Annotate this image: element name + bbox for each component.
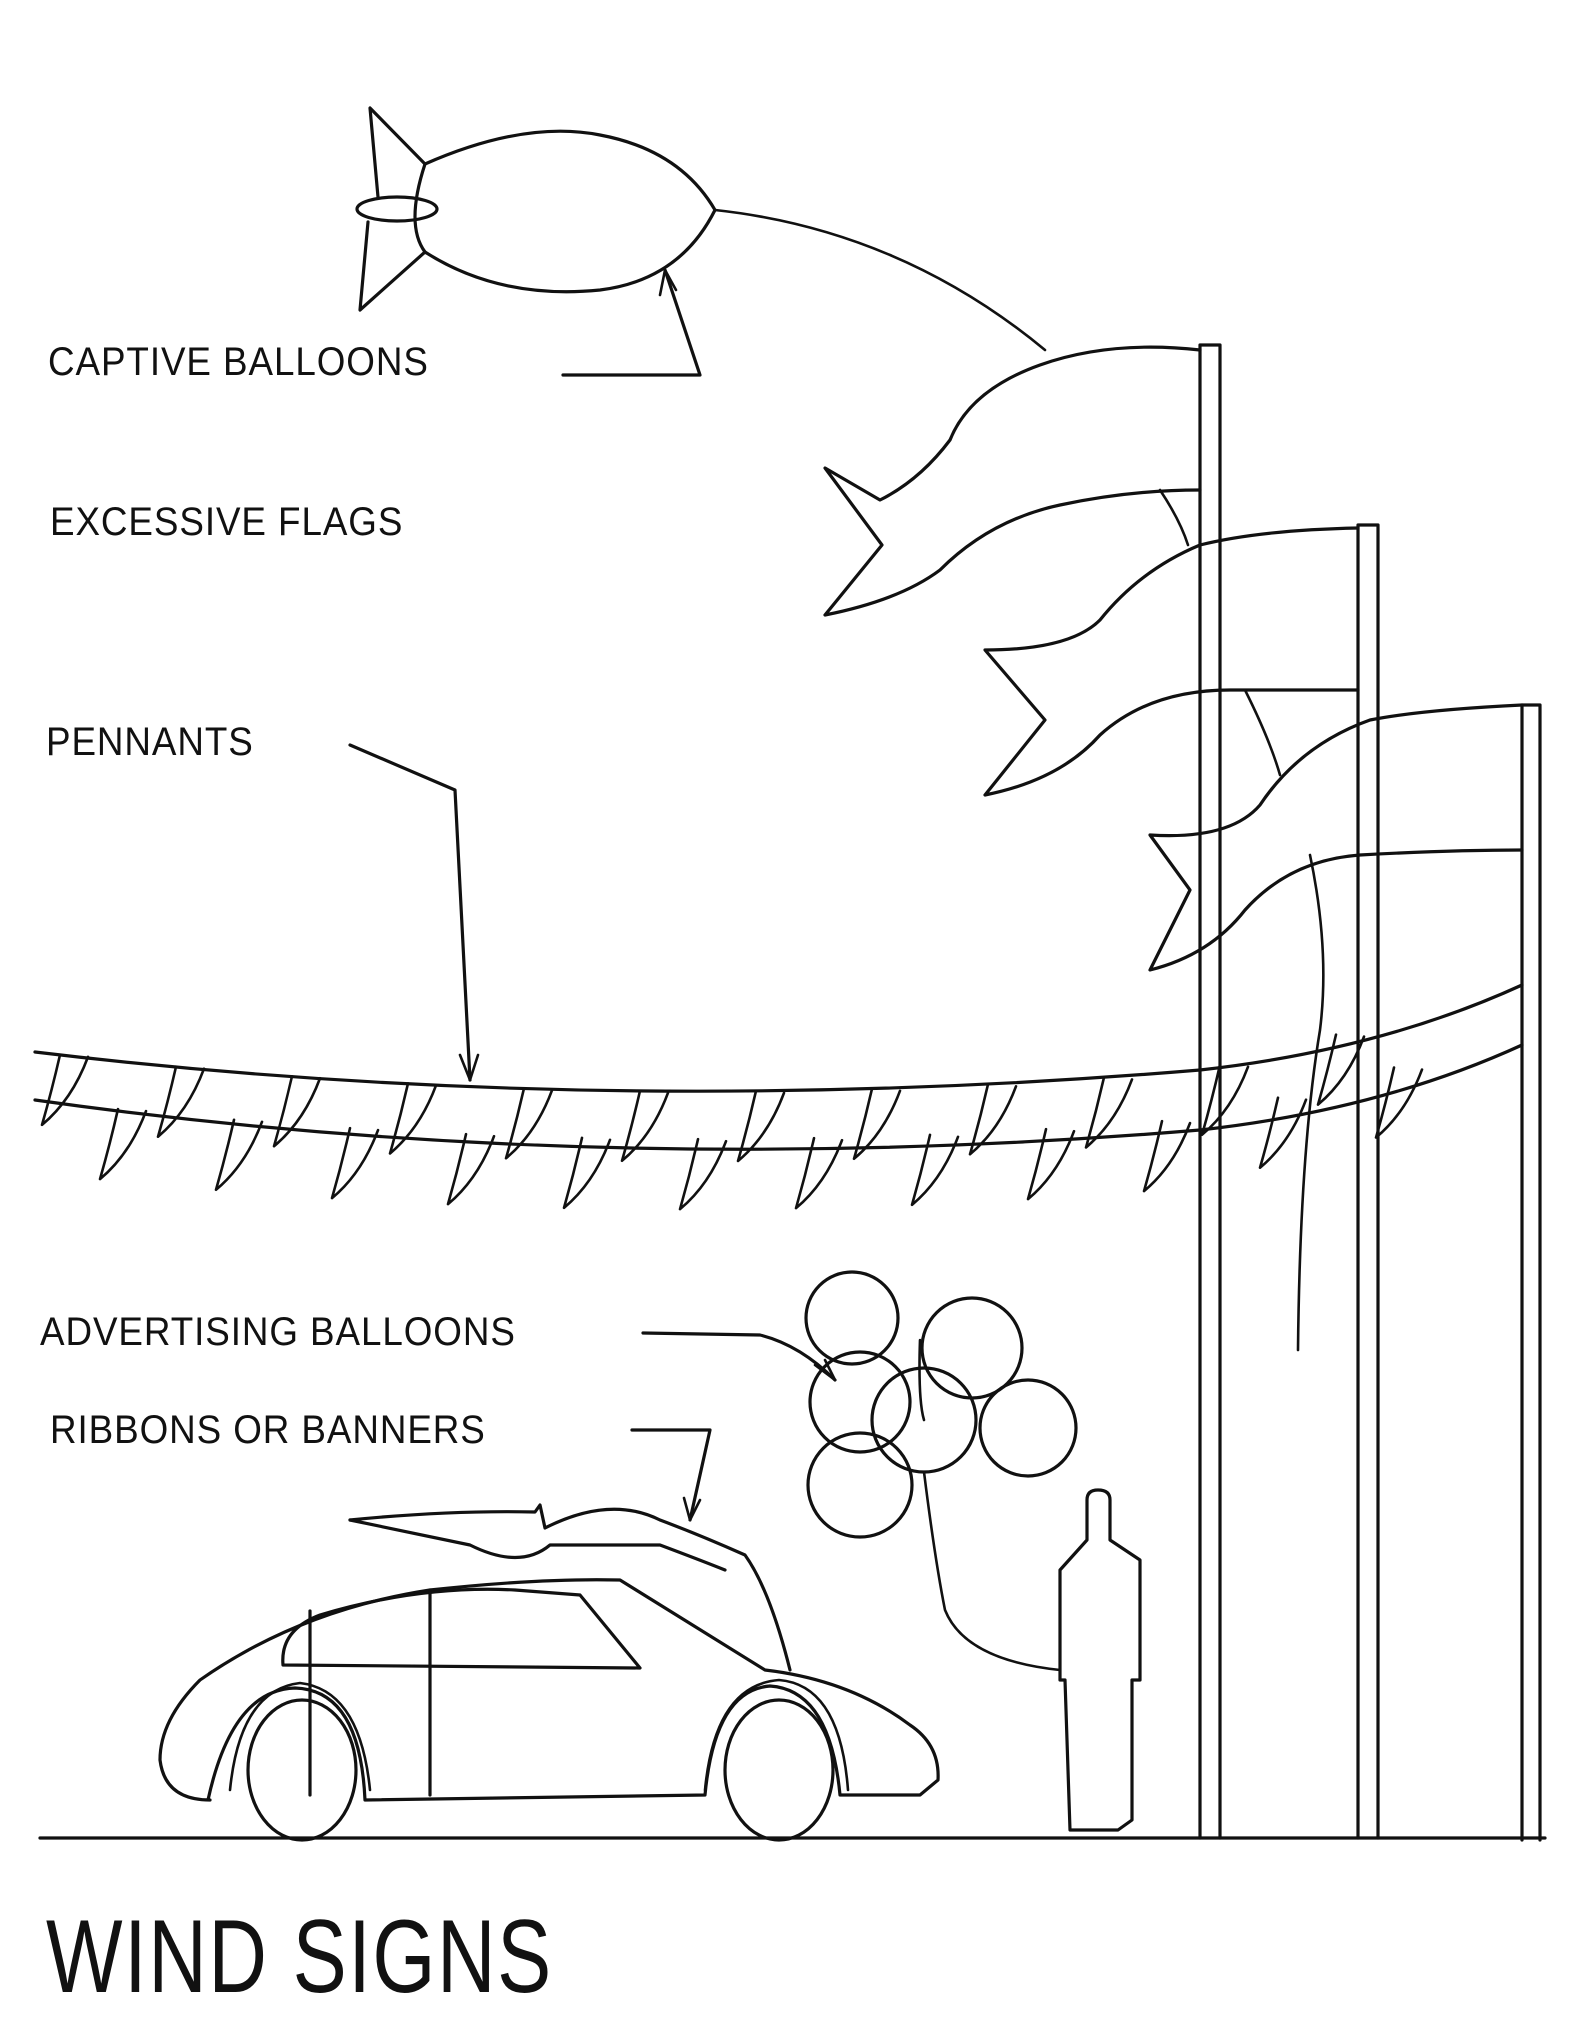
pennant-flag: [388, 1082, 438, 1155]
advertising-balloons-leader: [641, 1331, 837, 1382]
pennant-flag: [1374, 1066, 1424, 1139]
page-title: WIND SIGNS: [46, 1899, 553, 2015]
pennant-flag: [330, 1126, 380, 1200]
pennant-flag: [852, 1087, 902, 1161]
label-ribbons-or-banners: RIBBONS OR BANNERS: [50, 1408, 486, 1452]
ribbon-banner: [348, 1503, 792, 1672]
pennant-flag: [214, 1118, 264, 1192]
person-silhouette: [1058, 1488, 1142, 1832]
pennant-flag: [736, 1089, 786, 1163]
pennant-flag: [1316, 1033, 1366, 1106]
label-captive-balloons: CAPTIVE BALLOONS: [48, 340, 429, 384]
pennant-flag: [40, 1053, 90, 1127]
captive-balloon: [355, 106, 1047, 352]
pennant-flag: [272, 1074, 322, 1148]
advertising-balloons: [804, 1270, 1078, 1672]
pennant-flag: [98, 1107, 148, 1181]
pennant-flag: [504, 1087, 554, 1160]
pennant-flag: [1142, 1119, 1192, 1193]
excessive-flags: [823, 345, 1524, 1352]
pennant-flag: [1200, 1063, 1250, 1137]
label-advertising-balloons: ADVERTISING BALLOONS: [40, 1310, 516, 1354]
pennant-flag: [678, 1137, 728, 1211]
pennant-flag: [910, 1133, 960, 1207]
label-excessive-flags: EXCESSIVE FLAGS: [50, 500, 404, 544]
flag-poles: [1198, 343, 1542, 1842]
car: [158, 1578, 940, 1842]
ribbons-or-banners-leader: [630, 1428, 712, 1522]
label-pennants: PENNANTS: [46, 720, 254, 764]
pennant-flag: [156, 1065, 206, 1139]
pennants: [33, 983, 1524, 1211]
pennants-leader: [348, 743, 480, 1082]
pennant-flag: [446, 1132, 496, 1206]
pennant-flag: [794, 1136, 844, 1210]
pennant-flag: [968, 1082, 1018, 1156]
pennant-flag: [620, 1089, 670, 1163]
captive-balloons-leader: [561, 268, 702, 377]
pennant-flag: [1026, 1127, 1076, 1201]
pennant-flag: [1084, 1076, 1134, 1149]
pennant-flag: [1258, 1096, 1308, 1170]
pennant-flag: [562, 1136, 612, 1210]
